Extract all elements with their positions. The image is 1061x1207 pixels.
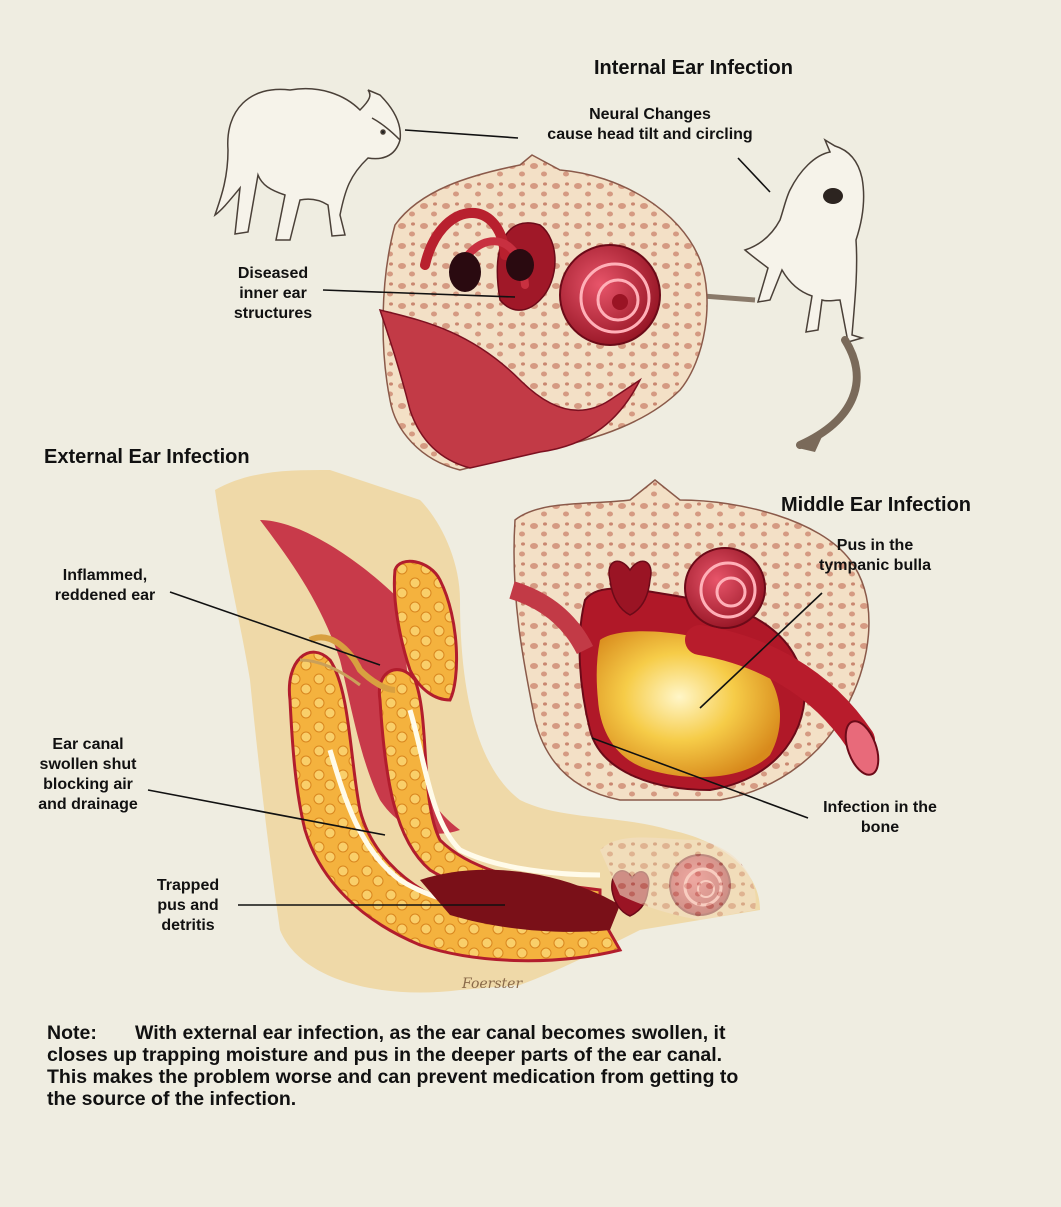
trapped-pus-label: Trapped pus and detritis [138,876,238,936]
middle-ear-cross-section [512,480,885,800]
internal-ear-heading: Internal Ear Infection [594,56,793,81]
artist-signature: Foerster [462,976,522,992]
circling-arrow [800,340,857,445]
external-ear-heading: External Ear Infection [44,445,250,470]
dog-circling-illustration [745,140,864,342]
middle-ear-heading: Middle Ear Infection [781,493,971,518]
dog-head-tilt-illustration [215,89,400,240]
leader-neural-left [405,130,518,138]
inner-ear-cross-section [380,155,707,470]
note-paragraph: Note:With external ear infection, as the… [47,1022,767,1110]
infection-bone-label: Infection in the bone [800,798,960,838]
neural-changes-label: Neural Changes cause head tilt and circl… [520,105,780,145]
leader-neural-right [738,158,770,192]
note-text: With external ear infection, as the ear … [47,1022,738,1110]
pus-tympanic-bulla-label: Pus in the tympanic bulla [790,536,960,576]
inflamed-ear-label: Inflammed, reddened ear [40,566,170,606]
ear-canal-swollen-label: Ear canal swollen shut blocking air and … [28,735,148,815]
diseased-inner-ear-label: Diseased inner ear structures [218,264,328,324]
note-label: Note: [47,1022,135,1044]
